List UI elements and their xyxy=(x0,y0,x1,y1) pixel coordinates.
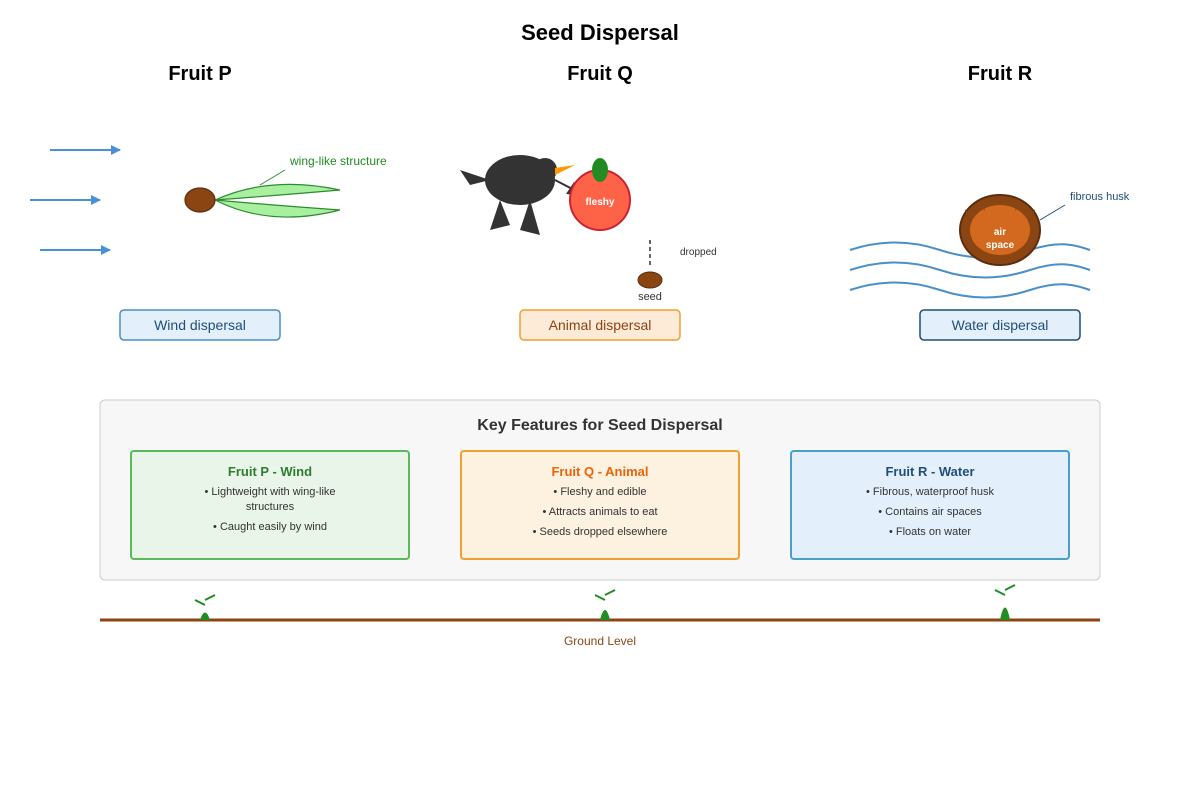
features-heading: Key Features for Seed Dispersal xyxy=(477,417,722,434)
feature-card-wind: Fruit P - Wind • Lightweight with wing-l… xyxy=(130,450,410,560)
fruit-r-heading: Fruit R xyxy=(968,63,1033,85)
fruit-q-heading: Fruit Q xyxy=(567,63,633,85)
wind-arrows xyxy=(30,145,121,255)
bird-beak xyxy=(555,165,575,175)
air-space xyxy=(970,205,1030,255)
bird-leg xyxy=(520,200,540,235)
feature-card-title: Fruit Q - Animal xyxy=(551,464,649,479)
fruit-p-heading: Fruit P xyxy=(168,63,231,85)
husk-pointer-line xyxy=(1039,204,1066,221)
animal-dispersal-badge xyxy=(519,309,681,341)
bird-tail xyxy=(460,170,490,185)
feature-card-title: Fruit R - Water xyxy=(885,464,975,479)
feature-card-water: Fruit R - Water • Fibrous, waterproof hu… xyxy=(790,450,1070,560)
water-dispersal-label: Water dispersal xyxy=(952,317,1049,333)
water-wave xyxy=(849,281,1091,299)
ground-level-label: Ground Level xyxy=(564,634,636,648)
lower-wing xyxy=(214,199,341,218)
page-title: Seed Dispersal xyxy=(521,20,679,45)
bird-head xyxy=(533,158,557,182)
feature-item: • Fleshy and edible xyxy=(553,486,647,498)
fruit-p-seed xyxy=(184,187,216,213)
seed-label: seed xyxy=(638,291,662,303)
feature-item: • Lightweight with wing-like structures xyxy=(204,486,336,513)
sprout xyxy=(994,584,1016,620)
wind-dispersal-label: Wind dispersal xyxy=(154,317,246,333)
dropped-seed xyxy=(637,271,663,289)
dropped-label: dropped xyxy=(680,247,717,258)
fruit-q-leaf xyxy=(592,158,608,182)
bird-leg xyxy=(490,200,510,230)
water-dispersal-badge xyxy=(919,309,1081,341)
feature-item: • Seeds dropped elsewhere xyxy=(532,526,668,538)
water-wave xyxy=(849,261,1091,279)
animal-dispersal-label: Animal dispersal xyxy=(549,317,652,333)
air-label: air xyxy=(994,227,1006,238)
feature-item: • Attracts animals to eat xyxy=(542,506,658,518)
sprout xyxy=(594,589,616,620)
husk-fibers xyxy=(964,204,1036,216)
wind-dispersal-badge xyxy=(119,309,281,341)
wing-structure-label: wing-like structure xyxy=(289,154,387,168)
wing-pointer-line xyxy=(259,169,286,186)
space-label: space xyxy=(986,240,1015,251)
feature-item: • Floats on water xyxy=(888,526,972,538)
fleshy-label: fleshy xyxy=(586,197,615,208)
feature-item: • Fibrous, waterproof husk xyxy=(866,486,994,498)
feature-item: • Contains air spaces xyxy=(878,506,982,518)
sprout xyxy=(194,594,216,620)
feature-card-title: Fruit P - Wind xyxy=(227,464,313,479)
bird xyxy=(460,155,586,235)
fibrous-husk-label: fibrous husk xyxy=(1070,191,1130,203)
feature-card-animal: Fruit Q - Animal • Fleshy and edible • A… xyxy=(460,450,740,560)
feature-item: • Caught easily by wind xyxy=(213,521,327,533)
upper-wing xyxy=(214,183,341,201)
